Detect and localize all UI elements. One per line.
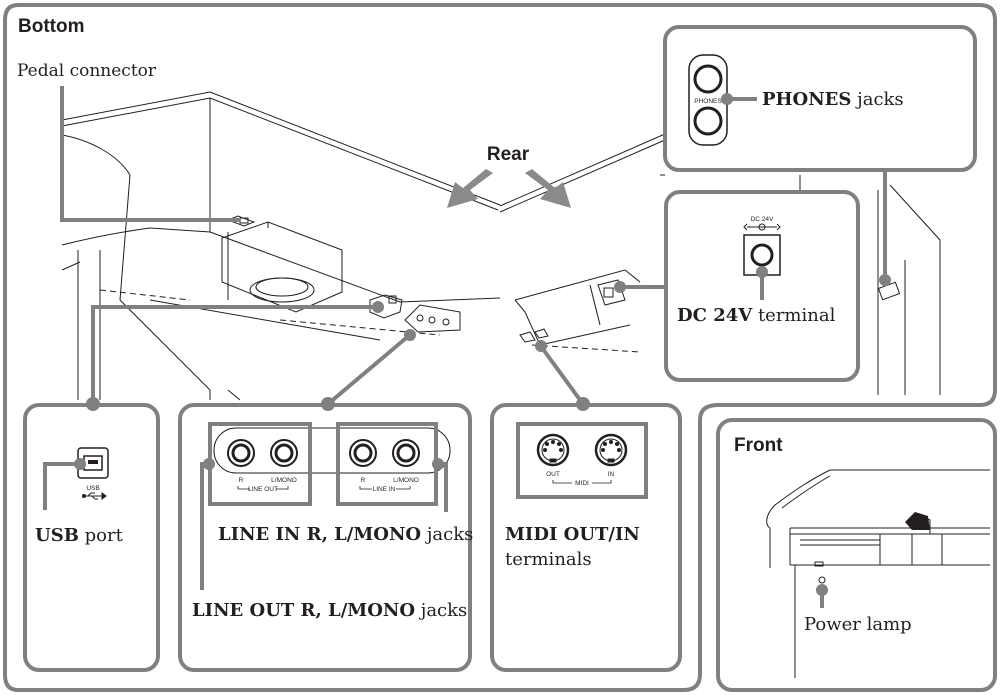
line-out-bold: LINE OUT R, L/MONO [192,600,415,621]
line-in-jacks-label: LINE IN R, L/MONO jacks [218,524,473,545]
usb-port-label: USB port [35,525,124,546]
usb-box-dot [86,397,100,411]
front-section-frame [716,418,997,692]
pedal-connector-label: Pedal connector [17,61,157,81]
dc-rest: terminal [752,305,835,326]
line-out-jacks-label: LINE OUT R, L/MONO jacks [192,600,467,621]
dc-panel-label: DC 24V [751,216,774,223]
phones-callout-box [663,25,977,172]
midi-bracket [552,480,612,484]
power-lamp-dot [816,584,828,596]
phones-panel-label: PHONES [694,98,722,105]
midi-box-dot [576,397,590,411]
line-piano-dot [404,329,416,341]
power-lamp-label: Power lamp [804,614,912,635]
usb-bold: USB [35,525,79,546]
line-in-rest: jacks [421,524,473,545]
pedal-leader-line [60,86,240,222]
usb-leader-line [91,305,380,405]
phones-jack-upper [693,64,723,94]
midi-terminals-label-rest: terminals [505,549,592,570]
line-in-r-label: R [361,477,366,484]
usb-rest: port [79,525,124,546]
line-out-rest: jacks [415,600,467,621]
line-out-leader-dot [203,458,215,470]
front-knob [814,561,824,567]
midi-out-panel-label: OUT [546,471,560,478]
phones-jacks-label: PHONES jacks [762,89,904,110]
rear-arrows [447,169,571,208]
power-lamp [818,576,826,584]
line-out-bracket [237,486,289,490]
usb-socket-tongue [88,460,98,464]
midi-piano-dot [535,340,547,352]
usb-inner-dot [74,458,86,470]
midi-terminals-label-bold: MIDI OUT/IN [505,524,640,545]
dc-terminal-label: DC 24V terminal [677,305,836,326]
usb-trident-icon [82,492,107,500]
dc-socket [750,243,774,267]
dc-bold: DC 24V [677,305,753,326]
line-out-lmono-label: L/MONO [271,477,297,484]
midi-in-jack [594,433,628,467]
line-out-r-jack [227,439,255,467]
line-in-lmono-label: L/MONO [393,477,419,484]
line-box-dot [321,397,335,411]
rear-label: Rear [487,144,530,165]
phones-jack-lower [693,106,723,136]
line-out-lmono-jack [270,439,298,467]
midi-group-frame [516,422,648,499]
front-section-title: Front [734,435,783,456]
line-in-leader-dot [432,458,444,470]
dc-piano-dot [614,281,626,293]
line-out-r-label: R [239,477,244,484]
phones-leader-dot [721,93,733,105]
phones-rest: jacks [851,89,903,110]
bottom-section-frame [3,3,997,692]
line-leader-line [326,331,414,406]
dc-polarity-icon [743,223,781,231]
front-piano-drawing [766,469,990,678]
usb-panel-label: USB [86,485,99,492]
midi-leader-line [538,343,585,406]
midi-group-label: MIDI [575,480,589,487]
dc-leader-dot [756,266,768,278]
line-out-group-label: LINE OUT [248,486,278,493]
bottom-section-title: Bottom [18,16,84,37]
usb-piano-dot [372,301,384,313]
line-in-lmono-jack [392,439,420,467]
midi-in-panel-label: IN [608,471,615,478]
line-jack-panel [213,427,451,474]
phones-piano-dot [879,274,891,286]
line-in-bracket [359,486,411,490]
usb-inner-leader [43,462,80,510]
front-key-block [905,512,930,530]
line-in-group-label: LINE IN [373,486,396,493]
line-in-bold: LINE IN R, L/MONO [218,524,421,545]
line-in-r-jack [349,439,377,467]
phones-bold: PHONES [762,89,851,110]
midi-out-jack [536,433,570,467]
